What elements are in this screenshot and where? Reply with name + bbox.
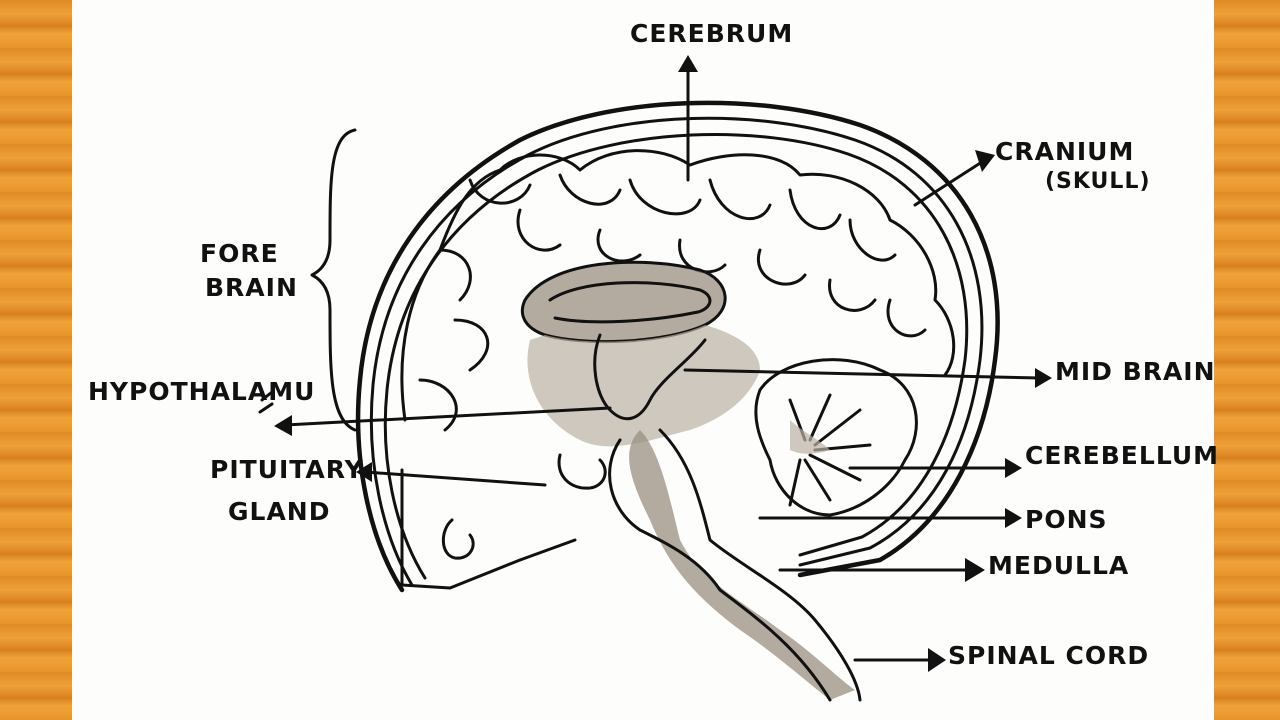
- wood-background-left: [0, 0, 72, 720]
- corpus-callosum-outline: [520, 260, 727, 344]
- thalamus-outline: [593, 333, 707, 421]
- medulla-arrowhead: [965, 558, 985, 582]
- pituitary-pointer: [363, 470, 547, 487]
- label-medulla: MEDULLA: [988, 551, 1129, 580]
- hypothalamus-tick: [258, 390, 274, 414]
- pons-arrowhead: [1005, 508, 1022, 528]
- forebrain-brace: [310, 128, 357, 432]
- label-mid-brain: MID BRAIN: [1055, 357, 1216, 386]
- label-cranium-1: CRANIUM: [995, 137, 1134, 166]
- wood-background-right: [1214, 0, 1280, 720]
- thalamus-region: [527, 325, 760, 447]
- label-pons: PONS: [1025, 505, 1108, 534]
- lower-skull: [400, 468, 577, 590]
- midbrain-arrowhead: [1035, 368, 1052, 388]
- label-cranium-2: (SKULL): [1045, 169, 1151, 194]
- label-pituitary-1: PITUITARY: [210, 455, 364, 484]
- cerebellum-arbor: [788, 393, 872, 507]
- label-fore-brain-2: BRAIN: [205, 273, 298, 302]
- label-cerebrum: CEREBRUM: [630, 19, 793, 48]
- cerebellum-arrowhead: [1005, 458, 1022, 478]
- cerebrum-arrowhead: [678, 55, 698, 72]
- brainstem-outline-2: [658, 428, 862, 702]
- label-spinal-cord: SPINAL CORD: [948, 641, 1149, 670]
- spinal-cord-arrowhead: [928, 648, 946, 672]
- hypothalamus-pointer: [283, 406, 612, 427]
- hypothalamus-arrowhead: [274, 415, 292, 436]
- cranium-pointer: [913, 158, 987, 207]
- brainstem-shading: [629, 430, 855, 700]
- cranium-layer-2: [369, 116, 984, 587]
- pituitary-gland: [557, 453, 607, 490]
- cerebellum-shading: [790, 420, 830, 454]
- brainstem-outline: [608, 438, 832, 702]
- cranium-outer: [355, 100, 1000, 593]
- cranium-arrowhead: [975, 150, 995, 172]
- pituitary-arrowhead: [356, 462, 372, 482]
- label-pituitary-2: GLAND: [228, 497, 330, 526]
- corpus-callosum-inner: [548, 281, 712, 324]
- label-fore-brain-1: FORE: [200, 239, 279, 268]
- nasal-cavity: [441, 518, 475, 560]
- cerebrum-outline: [400, 149, 956, 422]
- cerebellum-outline: [754, 358, 918, 517]
- midbrain-pointer: [683, 368, 1042, 380]
- label-cerebellum: CEREBELLUM: [1025, 441, 1219, 470]
- label-hypothalamus: HYPOTHALAMU: [88, 377, 315, 406]
